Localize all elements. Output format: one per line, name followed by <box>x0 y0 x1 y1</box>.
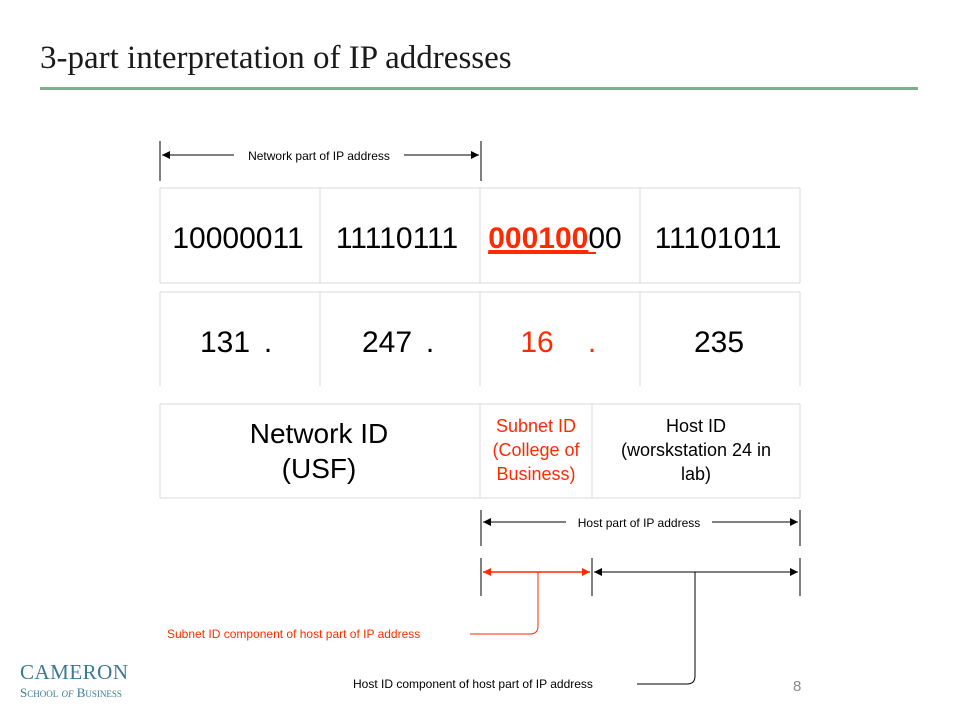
id-row: Network ID (USF) Subnet ID (College of B… <box>159 403 801 499</box>
binary-octet-2: 11110111 <box>336 222 458 255</box>
binary-octet-1: 10000011 <box>172 222 303 255</box>
subnet-id-line3: Business) <box>496 464 575 484</box>
binary-octet-3: 00010000 <box>488 222 621 255</box>
host-part-dimension: Host part of IP address <box>480 510 801 546</box>
subnet-component-label: Subnet ID component of host part of IP a… <box>167 627 420 641</box>
binary-octet-4: 11101011 <box>655 222 782 255</box>
logo-sub-school: School <box>20 685 59 700</box>
decimal-octet-1: 131 <box>200 326 250 359</box>
binary-row: 10000011 11110111 00010000 11101011 <box>159 187 801 284</box>
cameron-logo: CAMERON School of Business <box>20 660 170 700</box>
decimal-octet-4: 235 <box>694 326 744 359</box>
page-number: 8 <box>793 678 802 695</box>
host-component-label: Host ID component of host part of IP add… <box>353 677 593 691</box>
logo-sub-business: Business <box>76 685 122 700</box>
decimal-dot-3: . <box>588 326 596 359</box>
subnet-id-line2: (College of <box>492 440 580 460</box>
logo-sub-of: of <box>61 685 74 700</box>
network-part-label: Network part of IP address <box>248 149 390 163</box>
network-id-subtitle: (USF) <box>282 453 357 484</box>
binary-octet-3-host-bits: 00 <box>588 222 621 255</box>
subnet-id-title: Subnet ID <box>496 416 576 436</box>
logo-main-text: CAMERON <box>20 660 129 684</box>
logo-sub-text: School of Business <box>20 686 170 699</box>
component-dimension <box>480 558 801 596</box>
host-id-line2: (worskstation 24 in <box>621 440 771 460</box>
slide-title: 3-part interpretation of IP addresses <box>40 40 512 76</box>
host-id-line3: lab) <box>681 464 711 484</box>
decimal-dot-2: . <box>426 326 434 359</box>
decimal-octet-3: 16 <box>520 326 553 359</box>
subnet-callout: Subnet ID component of host part of IP a… <box>167 572 539 641</box>
network-part-dimension: Network part of IP address <box>159 141 482 181</box>
host-part-label: Host part of IP address <box>578 516 701 530</box>
decimal-row: 131 . 247 . 16 . 235 <box>159 291 801 386</box>
binary-octet-3-subnet-bits: 000100 <box>488 222 588 255</box>
decimal-dot-1: . <box>264 326 272 359</box>
host-callout: Host ID component of host part of IP add… <box>353 572 696 691</box>
decimal-octet-2: 247 <box>362 326 412 359</box>
title-rule <box>40 87 918 90</box>
network-id-title: Network ID <box>250 418 388 449</box>
host-id-title: Host ID <box>666 416 726 436</box>
